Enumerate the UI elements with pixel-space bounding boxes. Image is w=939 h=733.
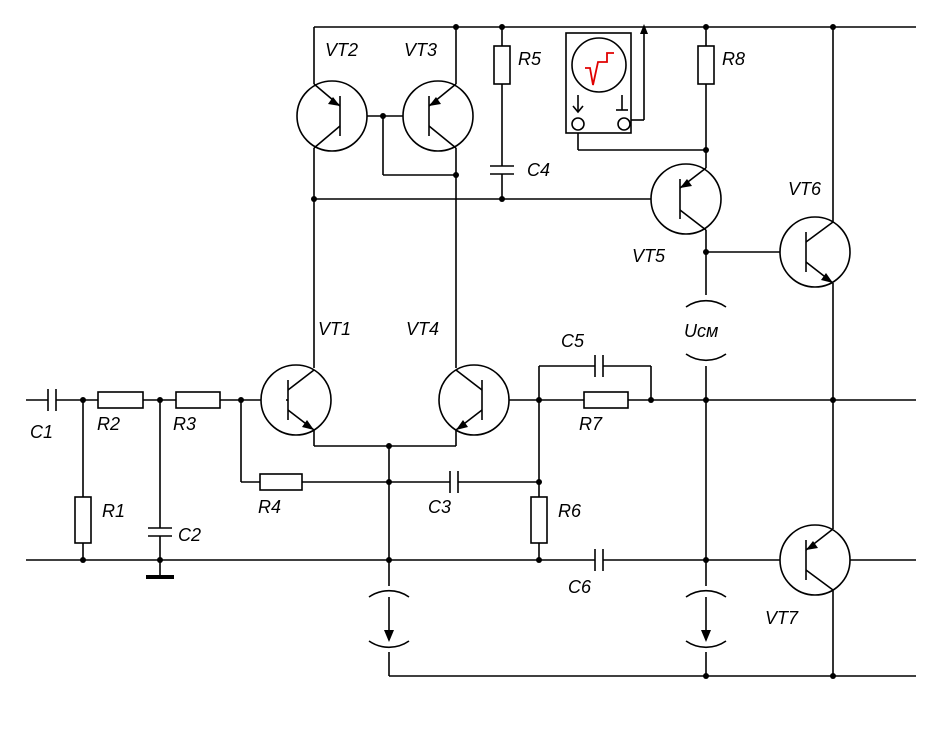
label-vt5: VT5 [632,246,666,266]
label-c5: C5 [561,331,585,351]
label-vt6: VT6 [788,179,822,199]
label-r4: R4 [258,497,281,517]
transistor-vt6 [779,216,851,288]
label-r8: R8 [722,49,745,69]
label-c2: C2 [178,525,201,545]
capacitor-c5 [594,355,604,377]
resistor-r6 [530,496,548,544]
resistor-r2 [97,391,144,409]
label-vt1: VT1 [318,319,351,339]
current-source-icon [368,590,410,648]
resistor-r8 [697,45,715,85]
label-ucm: Uсм [684,321,718,341]
transistor-vt3 [402,80,474,152]
label-r2: R2 [97,414,120,434]
labels: VT2 VT3 R5 R8 C4 VT6 VT5 VT1 VT4 Uсм C5 … [30,40,822,628]
current-source-icon [685,590,727,648]
label-r6: R6 [558,501,582,521]
label-c6: C6 [568,577,592,597]
label-vt2: VT2 [325,40,358,60]
label-r5: R5 [518,49,542,69]
label-c1: C1 [30,422,53,442]
resistors [74,45,715,544]
capacitors [47,165,604,571]
label-c4: C4 [527,160,550,180]
label-c3: C3 [428,497,451,517]
transistor-vt5 [650,163,722,235]
capacitor-c6 [594,549,604,571]
capacitor-c2 [148,527,172,537]
label-r7: R7 [579,414,603,434]
transistor-vt7 [779,524,851,596]
label-vt4: VT4 [406,319,439,339]
resistor-r5 [493,45,511,85]
resistor-r4 [259,473,303,491]
bias-voltage-source [685,300,727,361]
transistor-vt4 [438,364,510,436]
capacitor-c4 [490,165,514,175]
label-vt7: VT7 [765,608,799,628]
wires [26,24,916,677]
label-r3: R3 [173,414,196,434]
transistor-vt2 [296,80,368,152]
resistor-r1 [74,496,92,544]
label-r1: R1 [102,501,125,521]
junctions [80,24,836,679]
label-vt3: VT3 [404,40,437,60]
capacitor-c1 [47,389,57,411]
oscilloscope-icon [565,32,632,134]
resistor-r7 [583,391,629,409]
capacitor-c3 [449,471,459,493]
transistor-vt1 [260,364,332,436]
resistor-r3 [175,391,221,409]
